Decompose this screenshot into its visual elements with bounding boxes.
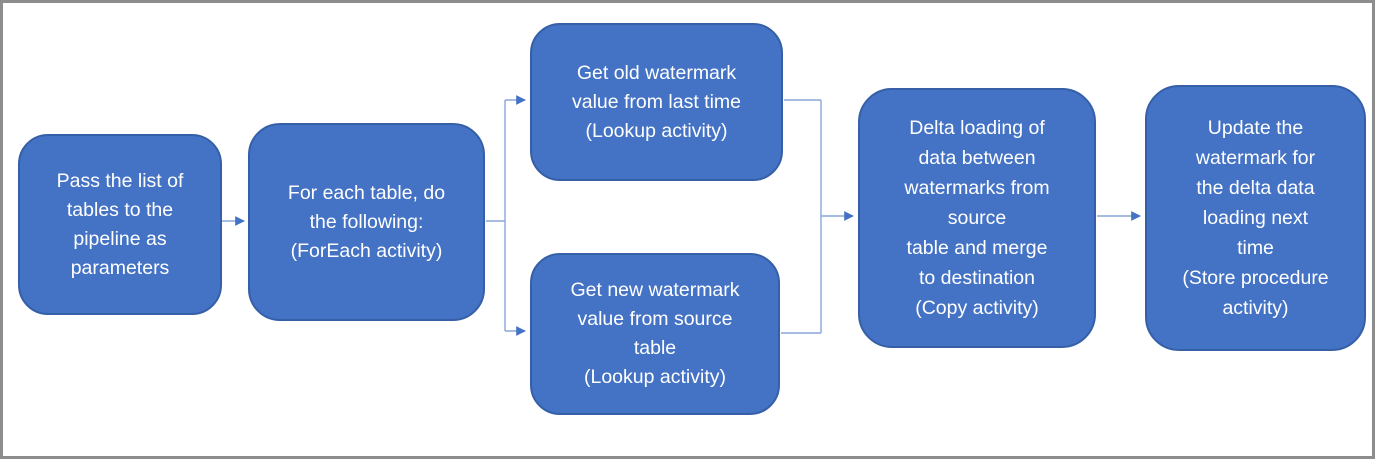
flow-node-get-new-watermark: Get new watermark value from source tabl…	[530, 253, 780, 415]
connector-layer	[222, 95, 1141, 336]
flow-node-update-watermark: Update the watermark for the delta data …	[1145, 85, 1366, 351]
flow-node-pass-list: Pass the list of tables to the pipeline …	[18, 134, 222, 315]
flow-node-get-old-watermark: Get old watermark value from last time (…	[530, 23, 783, 181]
flow-node-delta-loading: Delta loading of data between watermarks…	[858, 88, 1096, 348]
flow-node-foreach: For each table, do the following: (ForEa…	[248, 123, 485, 321]
